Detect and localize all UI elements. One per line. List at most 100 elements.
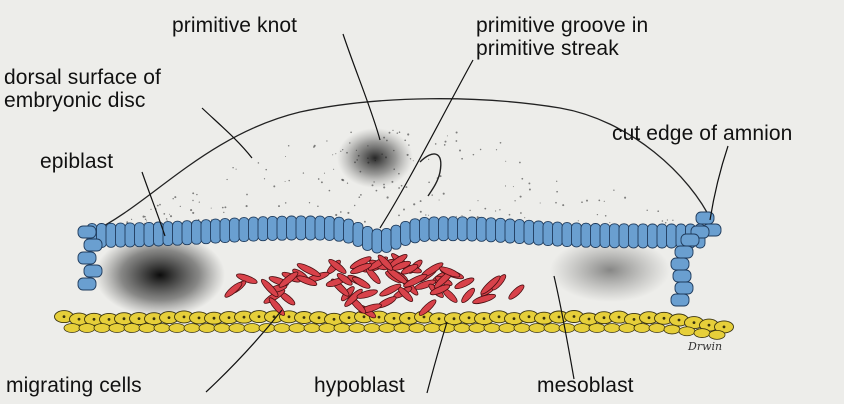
hypoblast-cell: [439, 324, 455, 333]
hypoblast-nucleus: [63, 315, 66, 318]
hypoblast-nucleus: [303, 316, 306, 319]
stipple-dot: [329, 190, 331, 192]
epiblast-cell: [429, 217, 439, 241]
stipple-dot: [496, 149, 497, 150]
stipple-dot: [456, 216, 457, 217]
epiblast-cell: [534, 221, 544, 245]
epiblast-cell: [201, 220, 211, 244]
stipple-dot: [360, 194, 362, 196]
hypoblast-cell: [199, 324, 215, 333]
epiblast-cell: [629, 224, 639, 248]
stipple-dot: [443, 193, 445, 195]
stipple-dot: [170, 215, 172, 217]
hypoblast-nucleus: [348, 316, 351, 319]
stipple-dot: [174, 196, 176, 198]
stipple-dot: [609, 222, 610, 223]
stipple-dot: [403, 209, 405, 211]
label-primitive-knot: primitive knot: [172, 15, 297, 37]
hypoblast-nucleus: [168, 316, 171, 319]
stipple-dot: [431, 194, 432, 195]
stipple-dot: [350, 132, 352, 134]
hypoblast-nucleus: [423, 316, 426, 319]
leader-lines: [142, 34, 728, 393]
epiblast-cell: [600, 224, 610, 248]
stipple-dot: [456, 140, 458, 142]
hypoblast-cell: [304, 324, 320, 333]
label-dorsal-surface-line1: dorsal surface of: [4, 67, 161, 89]
hypoblast-nucleus: [708, 324, 711, 327]
stipple-dot: [428, 215, 429, 216]
hypoblast-cell: [124, 324, 140, 333]
stipple-dot: [354, 205, 355, 206]
epiblast-cell: [638, 224, 648, 248]
stipple-dot: [288, 145, 290, 147]
epiblast-cell: [192, 220, 202, 244]
stipple-dot: [586, 200, 588, 202]
epiblast-cell: [657, 224, 667, 248]
epiblast-cell: [572, 223, 582, 247]
epiblast-cell: [486, 218, 496, 242]
epiblast-cell: [448, 217, 458, 241]
amnion-edge-cell: [671, 258, 689, 270]
stipple-dot: [143, 216, 145, 218]
stipple-dot: [407, 133, 409, 135]
stipple-dot: [456, 131, 458, 133]
epiblast-cell: [230, 218, 240, 242]
epiblast-edge-cell: [84, 239, 102, 251]
hypoblast-nucleus: [558, 316, 561, 319]
stipple-dot: [265, 169, 267, 171]
hypoblast-layer: [55, 311, 734, 340]
epiblast-cell: [553, 222, 563, 246]
hypoblast-cell: [529, 324, 545, 333]
epiblast-cell: [306, 216, 316, 240]
stipple-dot: [520, 212, 522, 214]
stipple-dot: [387, 196, 389, 198]
stipple-dot: [172, 198, 173, 199]
hypoblast-cell: [589, 324, 605, 333]
stipple-dot: [461, 215, 462, 216]
hypoblast-nucleus: [693, 321, 696, 324]
hypoblast-nucleus: [453, 317, 456, 320]
hypoblast-cell: [394, 324, 410, 333]
hypoblast-nucleus: [483, 317, 486, 320]
epiblast-cell: [496, 218, 506, 242]
stipple-dot: [665, 222, 667, 224]
epiblast-cell: [258, 217, 268, 241]
stipple-dot: [223, 212, 224, 213]
epiblast-cell: [116, 223, 126, 247]
stipple-dot: [477, 200, 478, 201]
label-primitive-groove-line2: primitive streak: [476, 38, 619, 60]
epiblast-cell: [477, 217, 487, 241]
hypoblast-cell: [289, 324, 305, 333]
hypoblast-cell: [559, 324, 575, 333]
hypoblast-nucleus: [393, 317, 396, 320]
stipple-dot: [347, 183, 348, 184]
primitive-knot-shading: [337, 128, 413, 188]
mesoblast-cell: [507, 283, 526, 301]
hypoblast-nucleus: [588, 318, 591, 321]
epiblast-cell: [515, 220, 525, 244]
epiblast-cell: [363, 226, 373, 250]
hypoblast-cell: [244, 324, 260, 333]
hypoblast-cell: [214, 324, 230, 333]
stipple-dot: [459, 149, 461, 151]
hypoblast-nucleus: [468, 316, 471, 319]
hypoblast-cell: [694, 329, 710, 338]
stipple-dot: [528, 182, 530, 184]
stipple-dot: [211, 208, 212, 209]
epiblast-cell: [173, 221, 183, 245]
hypoblast-cell: [424, 324, 440, 333]
hypoblast-cell: [364, 324, 380, 333]
epiblast-cell: [334, 217, 344, 241]
hypoblast-cell: [184, 324, 200, 333]
leader-primitive-knot: [343, 34, 380, 140]
hypoblast-nucleus: [618, 316, 621, 319]
hypoblast-cell: [94, 324, 110, 333]
stipple-dot: [159, 204, 161, 206]
hypoblast-cell: [274, 324, 290, 333]
stipple-dot: [597, 214, 598, 215]
stipple-dot: [428, 159, 429, 160]
hypoblast-cell: [334, 324, 350, 333]
stipple-dot: [167, 220, 168, 221]
stipple-dot: [399, 131, 401, 133]
